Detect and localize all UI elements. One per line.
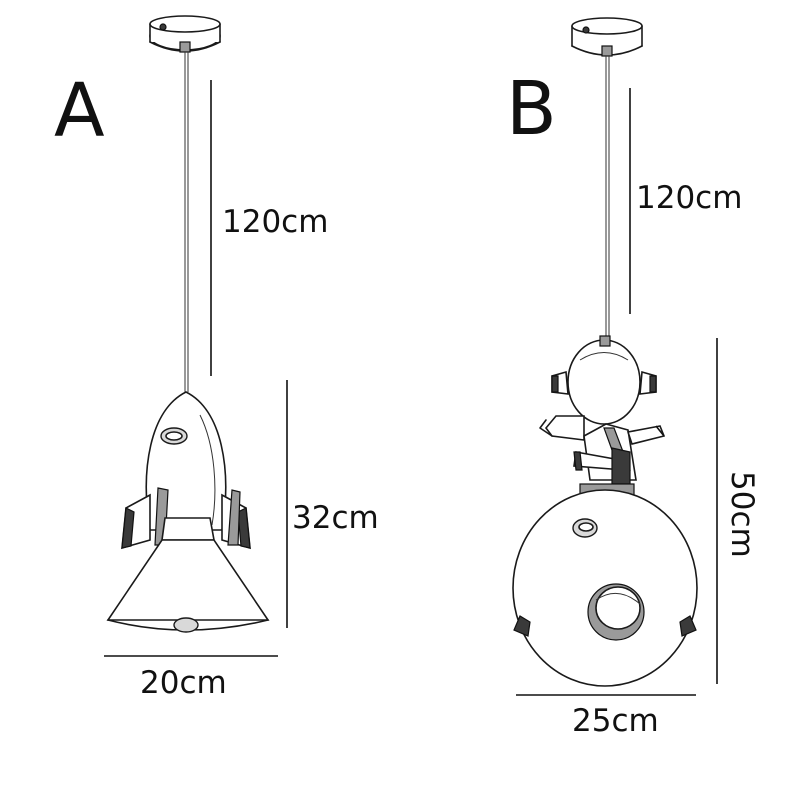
lamp-b-width: 25cm [572,703,659,739]
lamp-a-label: A [54,68,105,154]
lamp-b-cord-length: 120cm [636,180,742,216]
lamp-a-ceiling-canopy [149,15,221,53]
lamp-b-label: B [506,66,557,152]
lamp-a-height: 32cm [292,500,379,536]
lamp-b-ceiling-canopy [571,17,643,57]
lamp-a-rocket [106,391,270,633]
lamp-a-width: 20cm [140,665,227,701]
lamp-b-astronaut-moon [512,335,698,687]
lamp-b-height: 50cm [724,471,760,558]
lamp-a-cord-length: 120cm [222,204,328,240]
